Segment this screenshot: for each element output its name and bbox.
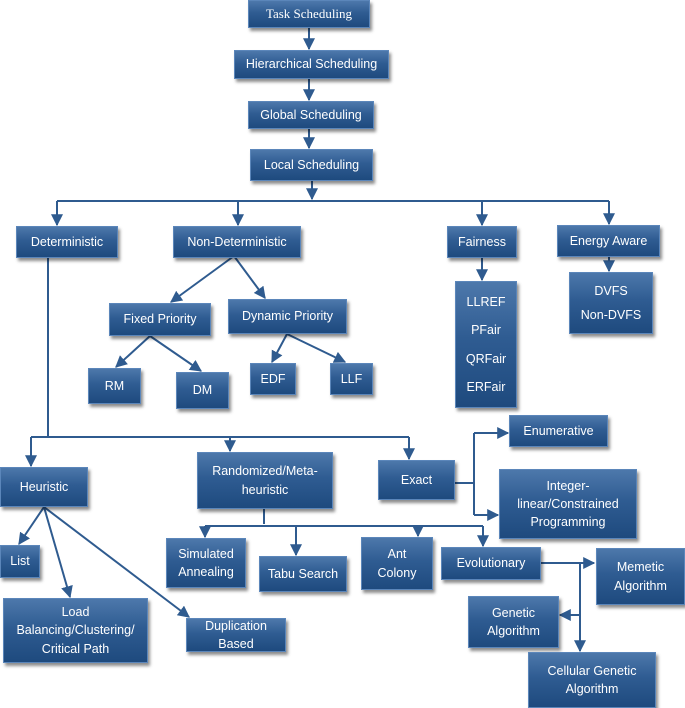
- list-item: Non-DVFS: [580, 307, 642, 322]
- global-scheduling-node: Global Scheduling: [248, 101, 374, 129]
- list-item: DVFS: [594, 283, 628, 298]
- dynamic-priority-node: Dynamic Priority: [228, 299, 347, 334]
- energy-aware-algorithms-list: DVFS Non-DVFS: [569, 272, 653, 334]
- load-balancing-node: Load Balancing/Clustering/ Critical Path: [3, 598, 148, 663]
- edge-heuristic-to-duplication: [43, 506, 190, 618]
- edge-nd-to-dynamic-priority: [233, 255, 266, 299]
- edge-dynamic-to-edf: [271, 333, 288, 364]
- fairness-algorithms-list: LLREF PFair QRFair ERFair: [455, 281, 517, 408]
- local-scheduling-node: Local Scheduling: [250, 149, 373, 181]
- llf-node: LLF: [330, 363, 373, 395]
- randomized-meta-heuristic-node: Randomized/Meta- heuristic: [197, 452, 333, 509]
- edge-dynamic-to-llf: [286, 333, 347, 363]
- tabu-search-node: Tabu Search: [259, 556, 347, 592]
- genetic-algorithm-node: Genetic Algorithm: [468, 596, 559, 648]
- edge-fixed-to-dm: [149, 335, 202, 372]
- energy-aware-node: Energy Aware: [557, 225, 660, 257]
- fixed-priority-node: Fixed Priority: [109, 303, 211, 336]
- dm-node: DM: [176, 372, 229, 409]
- memetic-algorithm-node: Memetic Algorithm: [596, 548, 685, 605]
- enumerative-node: Enumerative: [509, 415, 608, 447]
- task-scheduling-node: Task Scheduling: [248, 0, 370, 28]
- non-deterministic-node: Non-Deterministic: [173, 226, 301, 258]
- evolutionary-node: Evolutionary: [441, 547, 541, 580]
- list-node: List: [0, 545, 40, 578]
- edge-heuristic-to-load: [43, 506, 73, 599]
- ant-colony-node: Ant Colony: [361, 537, 433, 590]
- hierarchical-scheduling-node: Hierarchical Scheduling: [234, 50, 389, 79]
- cellular-genetic-algorithm-node: Cellular Genetic Algorithm: [528, 652, 656, 708]
- edge-fixed-to-rm: [115, 335, 151, 368]
- simulated-annealing-node: Simulated Annealing: [166, 538, 246, 588]
- fairness-node: Fairness: [447, 226, 517, 258]
- list-item: ERFair: [466, 379, 506, 394]
- deterministic-node: Deterministic: [16, 226, 118, 258]
- list-item: LLREF: [466, 295, 506, 310]
- list-item: QRFair: [465, 351, 507, 366]
- exact-node: Exact: [378, 460, 455, 500]
- list-item: PFair: [471, 323, 501, 338]
- edge-nd-to-fixed-priority: [170, 255, 235, 303]
- integer-linear-programming-node: Integer- linear/Constrained Programming: [499, 469, 637, 539]
- edge-heuristic-to-list: [18, 506, 45, 545]
- duplication-based-node: Duplication Based: [186, 618, 286, 652]
- heuristic-node: Heuristic: [0, 467, 88, 507]
- edf-node: EDF: [250, 363, 296, 395]
- rm-node: RM: [88, 368, 141, 404]
